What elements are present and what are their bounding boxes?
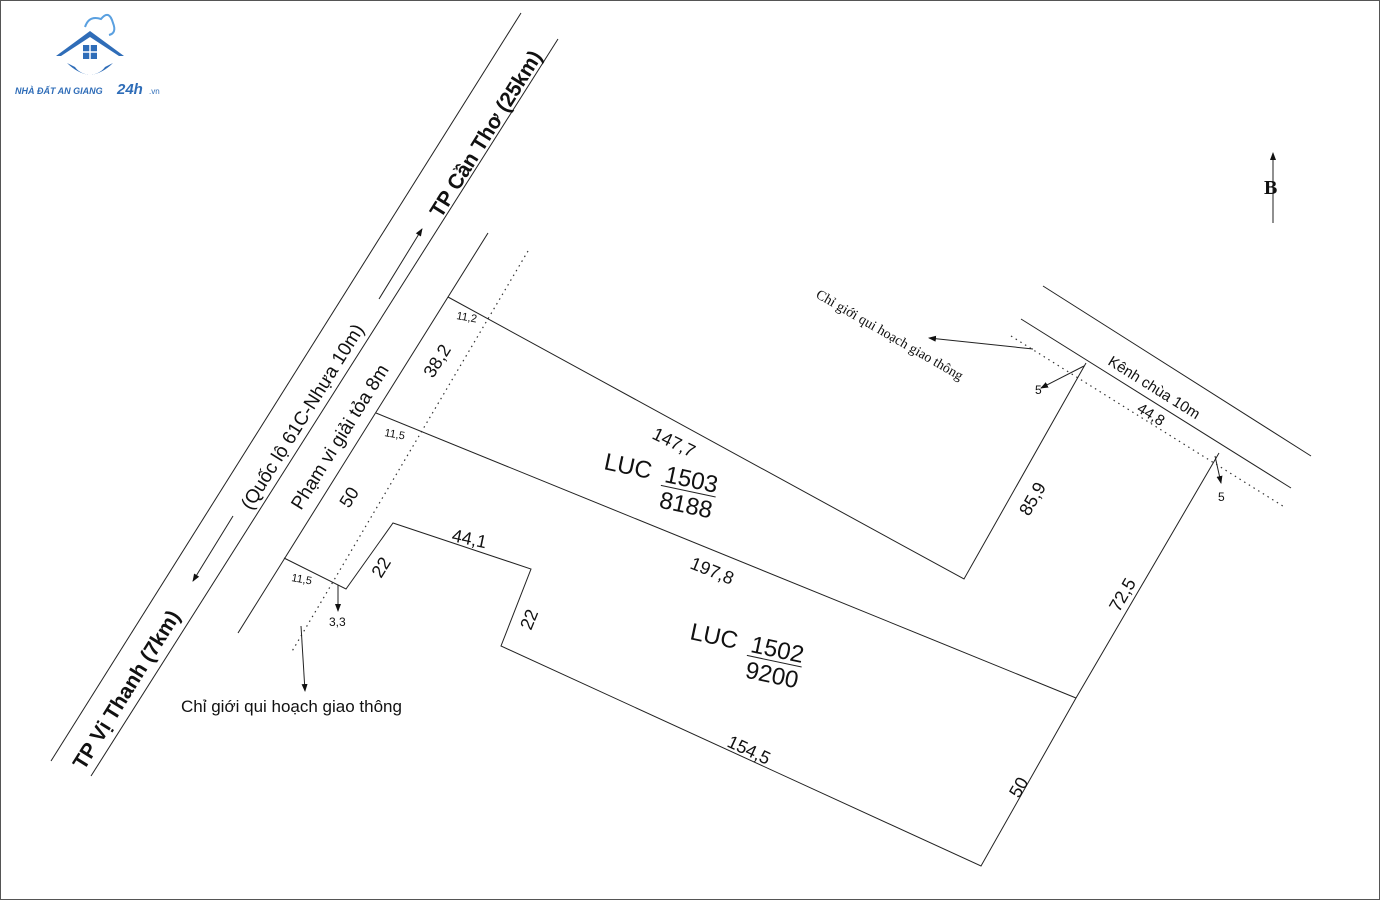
svg-text:50: 50 — [1005, 774, 1032, 801]
clearance-line — [237, 232, 489, 634]
planning-line-road — [290, 250, 529, 654]
svg-text:5: 5 — [1035, 383, 1042, 397]
svg-text:197,8: 197,8 — [688, 553, 737, 588]
planning-pointer-bottom — [300, 625, 308, 692]
arrow-south-icon — [192, 515, 234, 582]
canal-edge-south — [1020, 318, 1292, 489]
svg-text:50: 50 — [335, 484, 363, 512]
svg-text:72,5: 72,5 — [1105, 575, 1140, 615]
svg-text:147,7: 147,7 — [649, 424, 698, 462]
planning-pointer-top — [928, 335, 1034, 350]
planning-line-canal — [1010, 335, 1287, 509]
offset-arrow-canal-1 — [1040, 365, 1085, 389]
svg-text:22: 22 — [367, 554, 395, 582]
road-edge-east — [90, 38, 559, 777]
hands-icon — [67, 63, 113, 75]
svg-text:LUC: LUC — [688, 618, 741, 654]
house-roof-icon — [56, 31, 124, 56]
parcel-1503-label: LUC 1503 8188 — [602, 448, 720, 524]
svg-text:3,3: 3,3 — [329, 615, 346, 629]
svg-text:5: 5 — [1218, 490, 1225, 504]
logo-brand: NHÀ ĐẤT AN GIANG — [15, 85, 103, 96]
parcel-1503-boundary — [447, 296, 1087, 580]
svg-text:22: 22 — [516, 606, 542, 632]
offset-arrow-canal-2 — [1214, 455, 1223, 484]
parcel-1502-label: LUC 1502 9200 — [688, 618, 806, 694]
logo-suffix: 24h — [116, 81, 143, 98]
north-label: B — [1264, 177, 1277, 199]
svg-text:11,5: 11,5 — [383, 427, 405, 442]
svg-text:44,8: 44,8 — [1134, 400, 1168, 430]
shared-boundary — [375, 412, 1077, 699]
svg-text:11,5: 11,5 — [290, 572, 312, 587]
svg-text:38,2: 38,2 — [419, 341, 455, 381]
logo: NHÀ ĐẤT AN GIANG 24h .vn — [15, 13, 160, 98]
planning-label-top: Chỉ giới qui hoạch giao thông — [813, 287, 965, 384]
canal-edge-north — [1042, 285, 1312, 457]
road-south-label: TP Vị Thanh (7km) — [69, 606, 185, 773]
svg-text:44,1: 44,1 — [450, 525, 488, 552]
parcel-1502-boundary — [283, 452, 1220, 867]
svg-text:11,2: 11,2 — [455, 310, 477, 325]
dimension-labels: 11,2 38,2 11,5 50 11,5 3,3 22 44,1 22 14… — [290, 310, 1225, 801]
arrow-north-icon — [378, 228, 423, 300]
logo-domain: .vn — [149, 87, 160, 96]
svg-text:154,5: 154,5 — [724, 731, 773, 768]
svg-text:85,9: 85,9 — [1015, 479, 1050, 519]
road-north-label: TP Cần Thơ (25km) — [426, 47, 547, 222]
cloud-icon — [84, 13, 116, 36]
planning-label-bottom: Chỉ giới qui hoạch giao thông — [181, 697, 402, 716]
road-edge-west — [50, 12, 522, 762]
svg-text:LUC: LUC — [602, 448, 655, 484]
